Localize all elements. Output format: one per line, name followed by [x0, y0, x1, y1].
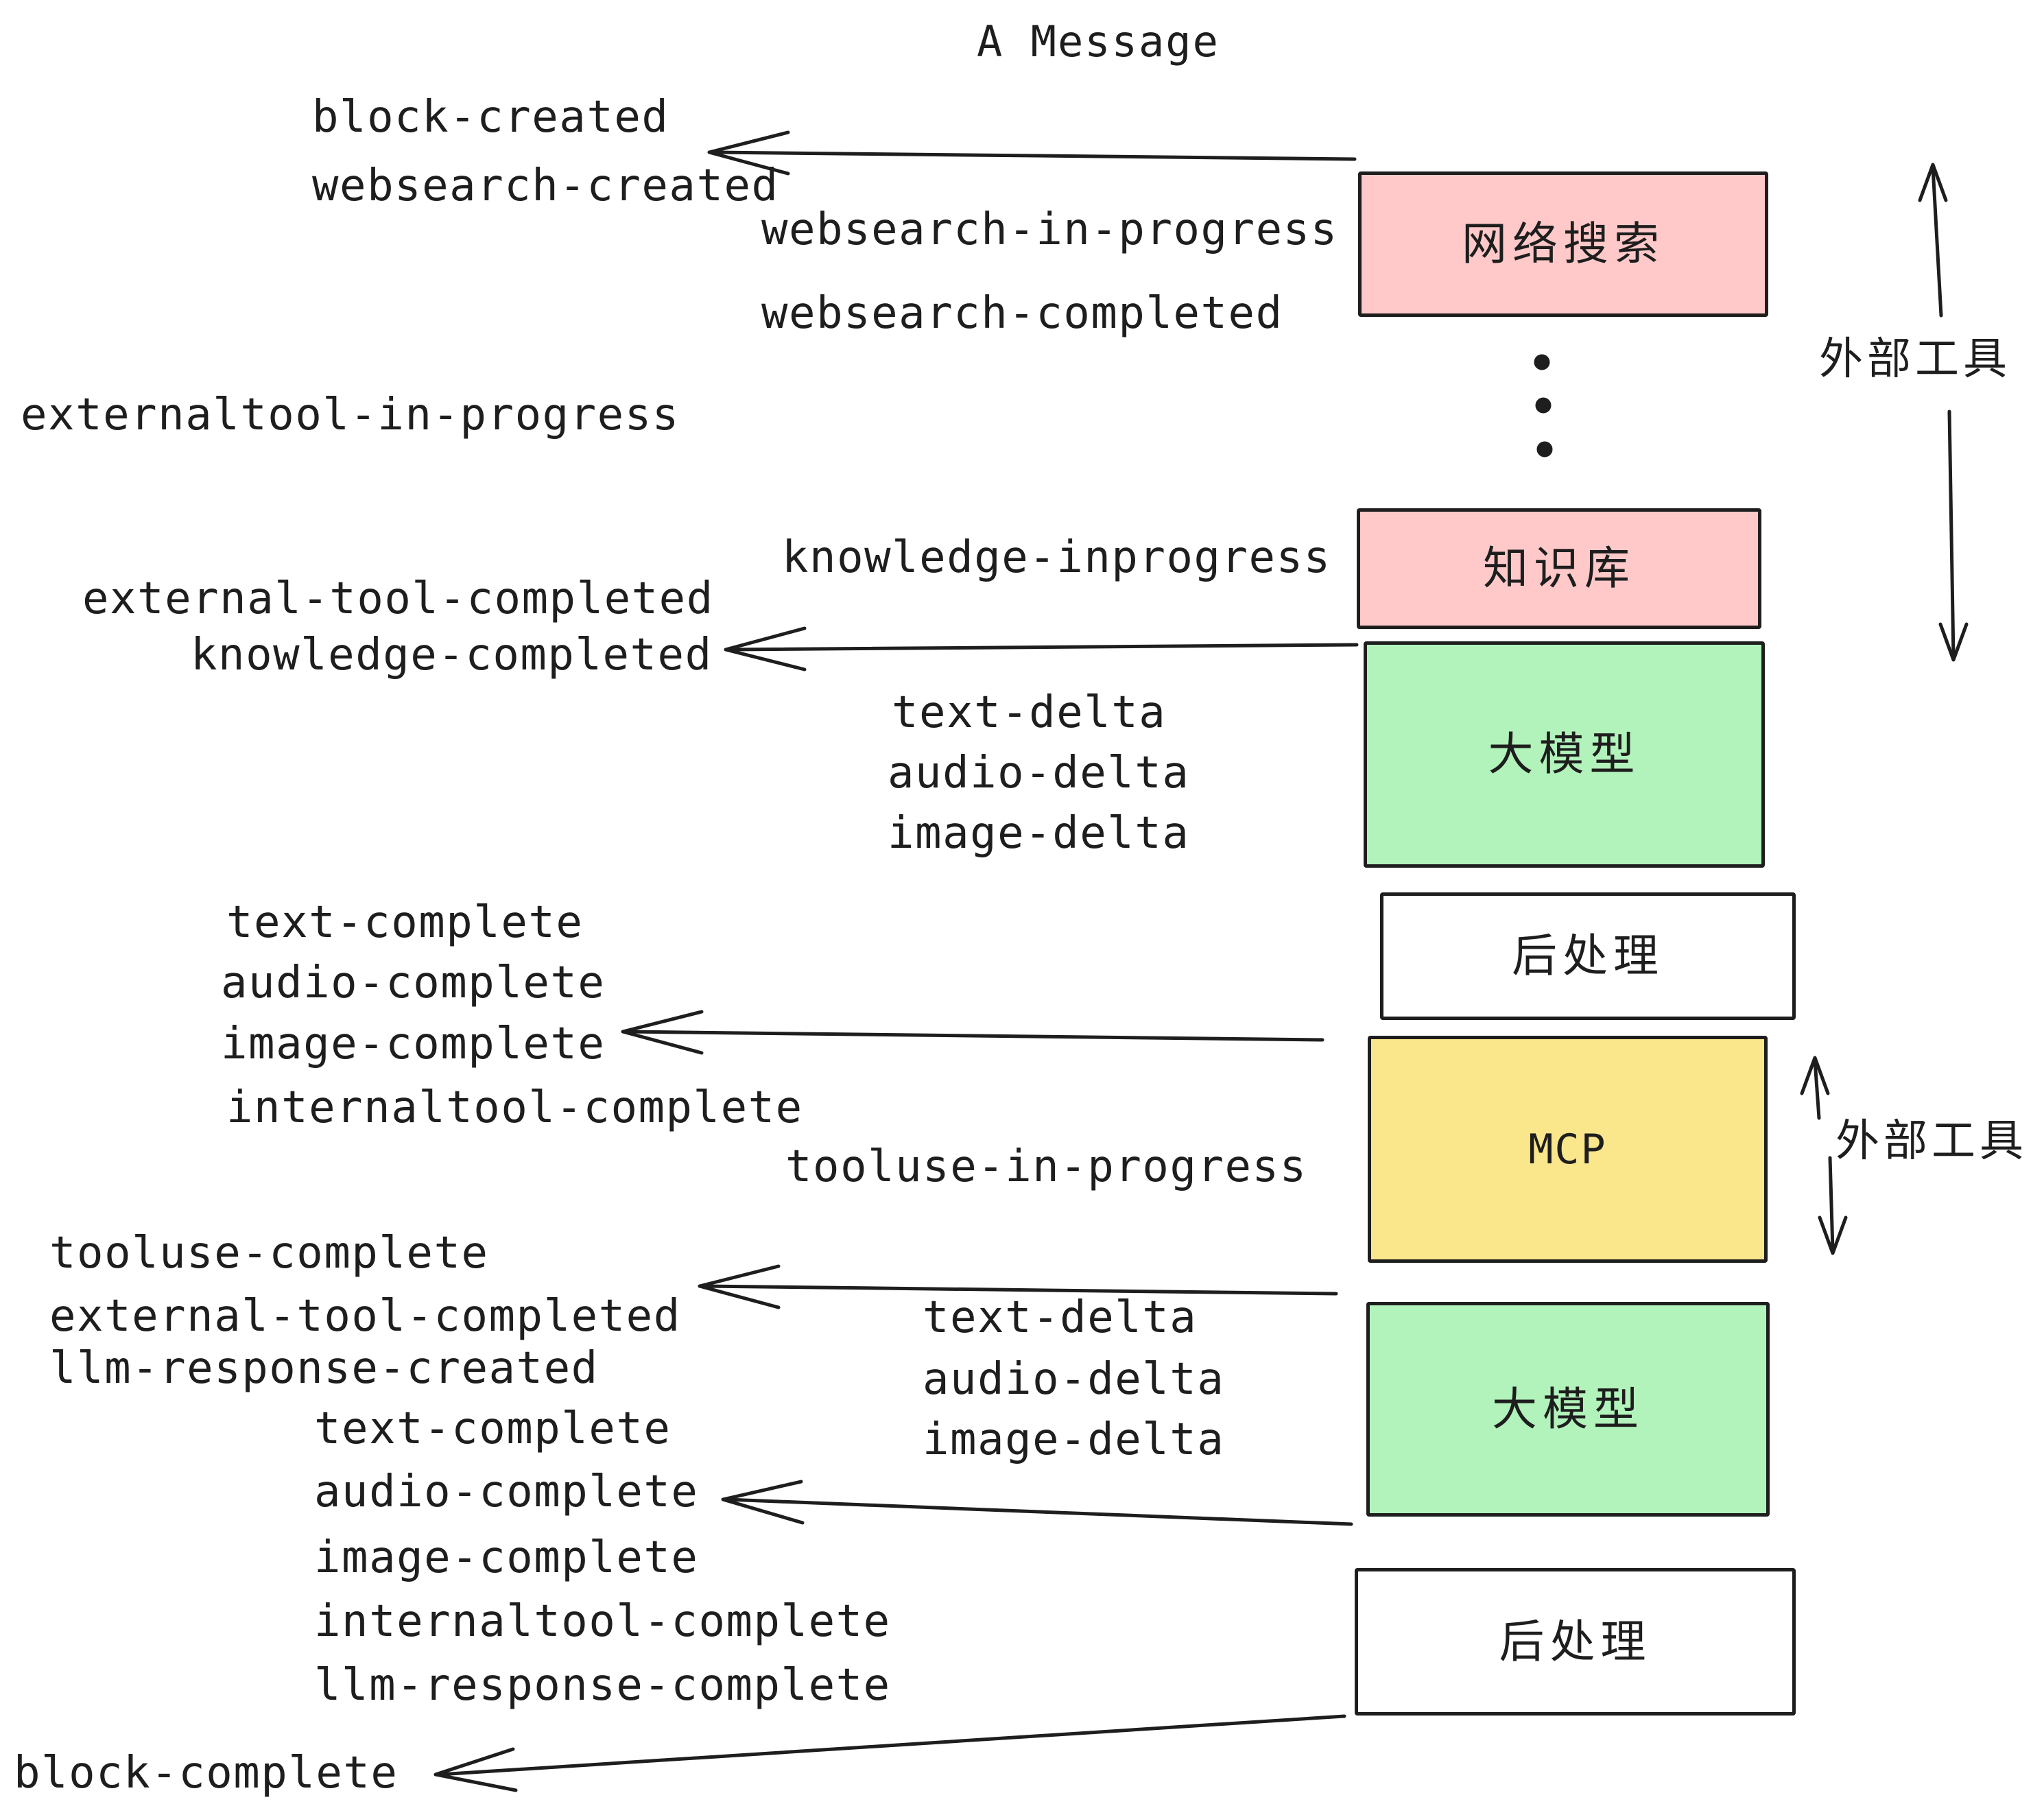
event-label-tooluse-in-progress: tooluse-in-progress — [785, 1141, 1307, 1192]
event-label-internaltool-complete-2: internaltool-complete — [314, 1596, 891, 1647]
node-llm-1-label: 大模型 — [1488, 728, 1641, 781]
event-label-text-complete: text-complete — [226, 897, 584, 948]
node-postprocess-1: 后处理 — [1380, 892, 1796, 1020]
event-label-llm-response-complete: llm-response-complete — [314, 1660, 891, 1711]
node-postprocess-1-label: 后处理 — [1512, 929, 1664, 982]
event-label-internaltool-complete: internaltool-complete — [226, 1082, 803, 1133]
event-label-audio-complete-2: audio-complete — [314, 1467, 699, 1517]
diagram-title: A Message — [977, 16, 1220, 67]
event-label-text-complete-2: text-complete — [314, 1403, 672, 1454]
node-llm-2-label: 大模型 — [1492, 1382, 1644, 1436]
event-label-text-delta: text-delta — [892, 687, 1167, 738]
event-label-audio-delta-2: audio-delta — [923, 1354, 1225, 1405]
arrow-postprocess1-to-complete-events — [621, 1010, 1324, 1055]
event-label-websearch-in-progress: websearch-in-progress — [761, 204, 1338, 255]
event-label-external-tool-completed: external-tool-completed — [82, 573, 714, 624]
event-label-block-created: block-created — [312, 92, 669, 143]
node-mcp: MCP — [1368, 1036, 1768, 1263]
double-arrow-external-tools-2-up — [1800, 1056, 1830, 1120]
node-websearch-label: 网络搜索 — [1462, 217, 1665, 270]
side-label-external-tools-1: 外部工具 — [1819, 334, 2011, 385]
node-postprocess-2-label: 后处理 — [1499, 1615, 1652, 1668]
node-llm-1: 大模型 — [1364, 641, 1765, 868]
arrow-websearch-to-created-events — [707, 130, 1357, 176]
event-label-image-complete: image-complete — [221, 1019, 606, 1069]
double-arrow-external-tools-2-down — [1818, 1156, 1848, 1255]
event-label-external-tool-completed-2: external-tool-completed — [49, 1291, 681, 1342]
node-knowledge-base-label: 知识库 — [1483, 542, 1635, 595]
event-label-image-delta: image-delta — [888, 808, 1190, 859]
double-arrow-external-tools-1-down — [1938, 410, 1969, 662]
node-mcp-label: MCP — [1528, 1125, 1607, 1174]
event-label-image-complete-2: image-complete — [314, 1532, 699, 1583]
double-arrow-external-tools-1-up — [1918, 163, 1948, 318]
event-label-text-delta-2: text-delta — [923, 1292, 1198, 1343]
event-label-audio-delta: audio-delta — [888, 748, 1190, 798]
event-label-knowledge-completed: knowledge-completed — [191, 630, 713, 680]
node-postprocess-2: 后处理 — [1355, 1568, 1796, 1716]
event-label-websearch-completed: websearch-completed — [761, 288, 1283, 339]
arrow-knowledge-to-completed-events — [724, 626, 1359, 672]
event-label-image-delta-2: image-delta — [923, 1414, 1225, 1465]
side-label-external-tools-2: 外部工具 — [1835, 1116, 2028, 1167]
event-label-websearch-created: websearch-created — [312, 161, 779, 211]
event-label-externaltool-in-progress: externaltool-in-progress — [21, 390, 680, 440]
event-label-llm-response-created: llm-response-created — [49, 1343, 599, 1394]
event-label-tooluse-complete: tooluse-complete — [49, 1228, 489, 1279]
event-label-block-complete: block-complete — [14, 1748, 399, 1799]
arrow-postprocess2-to-block-complete — [433, 1714, 1346, 1792]
event-label-audio-complete: audio-complete — [221, 958, 606, 1008]
event-label-knowledge-inprogress: knowledge-inprogress — [782, 532, 1331, 583]
node-knowledge-base: 知识库 — [1357, 508, 1761, 629]
node-websearch: 网络搜索 — [1358, 171, 1768, 317]
node-llm-2: 大模型 — [1366, 1302, 1770, 1517]
arrow-llm2-to-complete-events — [721, 1480, 1353, 1526]
ellipsis-dots — [1534, 354, 1553, 458]
